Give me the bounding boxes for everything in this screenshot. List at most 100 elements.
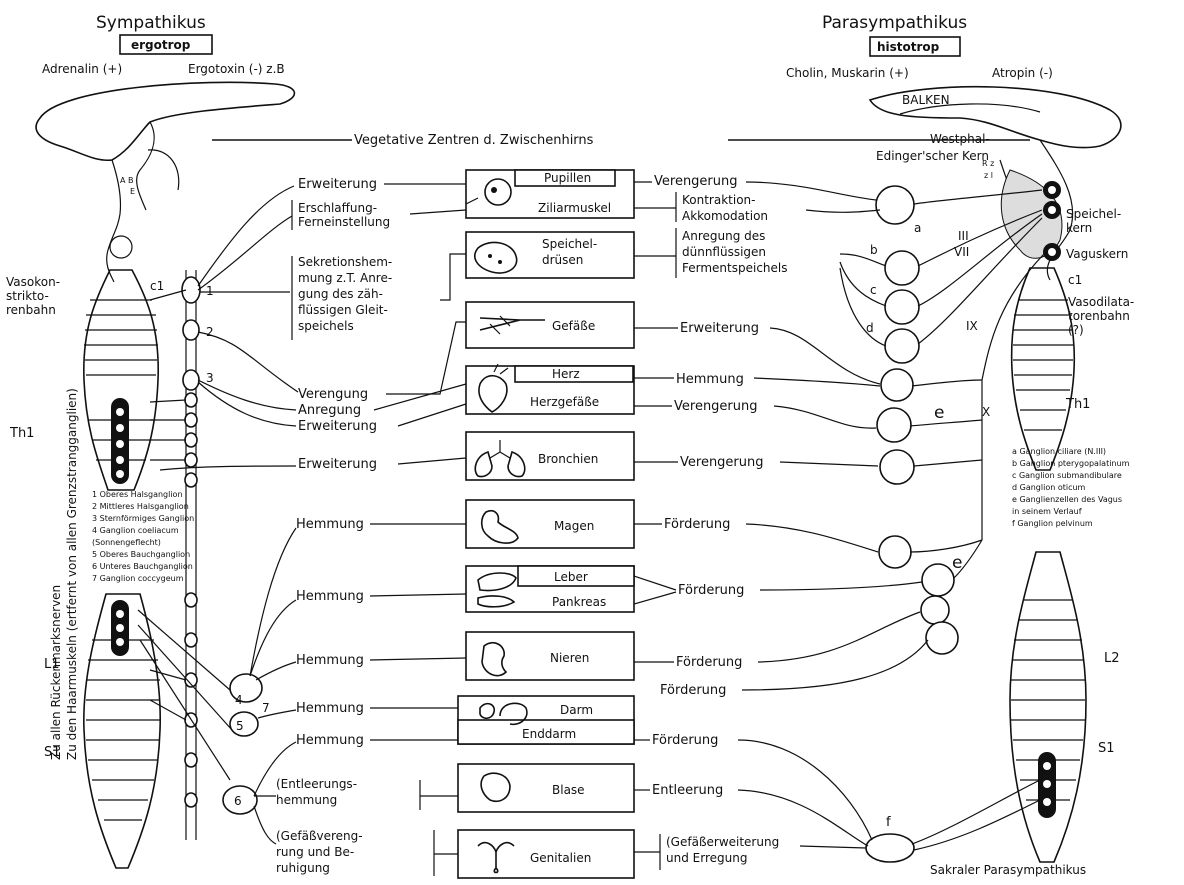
westphal-label-1: Westphal- [930, 132, 990, 146]
th1-left-label: Th1 [9, 426, 34, 441]
symp-hemmung-enddarm: Hemmung [296, 733, 364, 748]
left-rotated-caption-2-group: Zu den Haarmuskeln (ertfernt von allen G… [65, 388, 79, 760]
symp-gen-1: (Gefäßvereng- [276, 829, 363, 843]
ergotoxin-label: Ergotoxin (-) z.B [188, 62, 285, 76]
vasokon-label-3: renbahn [6, 303, 56, 317]
organ-leber: Leber [554, 570, 588, 584]
vegetative-zentren-label: Vegetative Zentren d. Zwischenhirns [354, 133, 594, 148]
ganglion-4-label: 4 [235, 693, 243, 707]
organ-box-magen [466, 500, 634, 548]
speichelkern-label-2: kern [1066, 221, 1092, 235]
organ-magen: Magen [554, 519, 594, 533]
ganglion-c-label: c [870, 283, 877, 297]
x-label: X [982, 405, 990, 419]
para-legend-item: a Ganglion ciliare (N.III) [1012, 447, 1106, 456]
ganglia-legend-item: 7 Ganglion coccygeum [92, 574, 184, 583]
para-legend-item: c Ganglion submandibulare [1012, 471, 1122, 480]
organ-herzgef: Herzgefäße [530, 395, 599, 409]
symp-sekr-5: speichels [298, 319, 354, 333]
ganglion-1-label: 1 [206, 284, 214, 298]
para-foerderung-nieren: Förderung [676, 655, 742, 670]
organ-herz: Herz [552, 367, 580, 381]
symp-sekr-3: gung des zäh- [298, 287, 383, 301]
para-verengerung-herzgef: Verengerung [674, 399, 758, 414]
ganglion-f-label: f [886, 815, 891, 830]
organ-blase: Blase [552, 783, 585, 797]
left-spinal-cord-lower [84, 594, 160, 868]
para-foerderung-darm: Förderung [660, 683, 726, 698]
ganglion-2-label: 2 [206, 325, 214, 339]
ganglia-legend-item: 1 Oberes Halsganglion [92, 490, 183, 499]
para-hemmung-herz: Hemmung [676, 372, 744, 387]
s1-right-label: S1 [1098, 741, 1115, 756]
westphal-label-2: Edinger'scher Kern [876, 149, 989, 163]
speichelkern-label-1: Speichel- [1066, 207, 1121, 221]
sympathikus-title: Sympathikus [96, 13, 206, 33]
organ-speichel-1: Speichel- [542, 237, 597, 251]
l2-label: L2 [1104, 651, 1120, 666]
organ-nieren: Nieren [550, 651, 589, 665]
c1-right-label: c1 [1068, 273, 1082, 287]
symp-sekr-1: Sekretionshem- [298, 255, 392, 269]
symp-blase-1: (Entleerungs- [276, 777, 357, 791]
symp-sekr-4: flüssigen Gleit- [298, 303, 388, 317]
histotrop-label: histotrop [877, 40, 940, 54]
symp-anregung: Anregung [298, 403, 361, 418]
para-legend-item: in seinem Verlauf [1012, 507, 1082, 516]
ganglia-legend-item: 5 Oberes Bauchganglion [92, 550, 190, 559]
c1-left-label: c1 [150, 279, 164, 293]
zl-label: z l [984, 171, 993, 180]
symp-hemmung-darm: Hemmung [296, 701, 364, 716]
s1-left-label: S1 [44, 745, 61, 760]
ergotrop-label: ergotrop [131, 38, 191, 52]
ganglion-7-label: 7 [262, 701, 270, 715]
l1-label: L1 [44, 657, 60, 672]
right-spinal-cord-lower [1010, 552, 1086, 862]
organ-ziliar: Ziliarmuskel [538, 201, 611, 215]
para-kontr-2: Akkomodation [682, 209, 768, 223]
symp-gen-3: ruhigung [276, 861, 330, 875]
para-gen-2: und Erregung [666, 851, 747, 865]
left-brain: A B E [36, 82, 294, 282]
para-ganglia [866, 186, 958, 862]
ganglia-legend-item: 2 Mittleres Halsganglion [92, 502, 189, 511]
para-erweiterung-gefaesse: Erweiterung [680, 321, 759, 336]
organ-speichel-2: drüsen [542, 253, 583, 267]
organ-boxes [458, 170, 634, 878]
symp-blase-2: hemmung [276, 793, 337, 807]
ganglia-legend-item: 3 Sternförmiges Ganglion [92, 514, 194, 523]
rotated-caption-1: Zu allen Rückenmarksnerven [49, 585, 63, 760]
vasodil-label-2: torenbahn [1068, 309, 1130, 323]
para-gen-1: (Gefäßerweiterung [666, 835, 779, 849]
vasodil-label-1: Vasodilata- [1068, 295, 1134, 309]
para-legend-item: e Ganglienzellen des Vagus [1012, 495, 1122, 504]
roman-9-label: IX [966, 319, 978, 333]
para-legend-item: d Ganglion oticum [1012, 483, 1086, 492]
symp-ersch-1: Erschlaffung- [298, 201, 377, 215]
organ-pankreas: Pankreas [552, 595, 606, 609]
para-legend-item: b Ganglion pterygopalatinum [1012, 459, 1130, 468]
symp-sekr-2: mung z.T. Anre- [298, 271, 392, 285]
left-spinal-cord-upper [84, 270, 158, 490]
ab-label: A B [120, 176, 134, 185]
organ-bronchien: Bronchien [538, 452, 598, 466]
symp-gen-2: rung und Be- [276, 845, 354, 859]
ganglion-3-label: 3 [206, 371, 214, 385]
para-foerderung-magen: Förderung [664, 517, 730, 532]
cholin-label: Cholin, Muskarin (+) [786, 66, 909, 80]
ganglion-5-label: 5 [236, 719, 244, 733]
organ-darm: Darm [560, 703, 593, 717]
para-legend: a Ganglion ciliare (N.III) b Ganglion pt… [1012, 447, 1130, 528]
organ-gefaesse: Gefäße [552, 319, 595, 333]
atropin-label: Atropin (-) [992, 66, 1053, 80]
symp-hemmung-nieren: Hemmung [296, 653, 364, 668]
adrenalin-label: Adrenalin (+) [42, 62, 122, 76]
symp-erweiterung-pupille: Erweiterung [298, 177, 377, 192]
symp-erweiterung-herzgef: Erweiterung [298, 419, 377, 434]
ganglion-6-label: 6 [234, 794, 242, 808]
para-kontr-1: Kontraktion- [682, 193, 755, 207]
para-entleerung: Entleerung [652, 783, 723, 798]
para-anr-3: Fermentspeichels [682, 261, 788, 275]
vasokon-label-2: strikto- [6, 289, 49, 303]
